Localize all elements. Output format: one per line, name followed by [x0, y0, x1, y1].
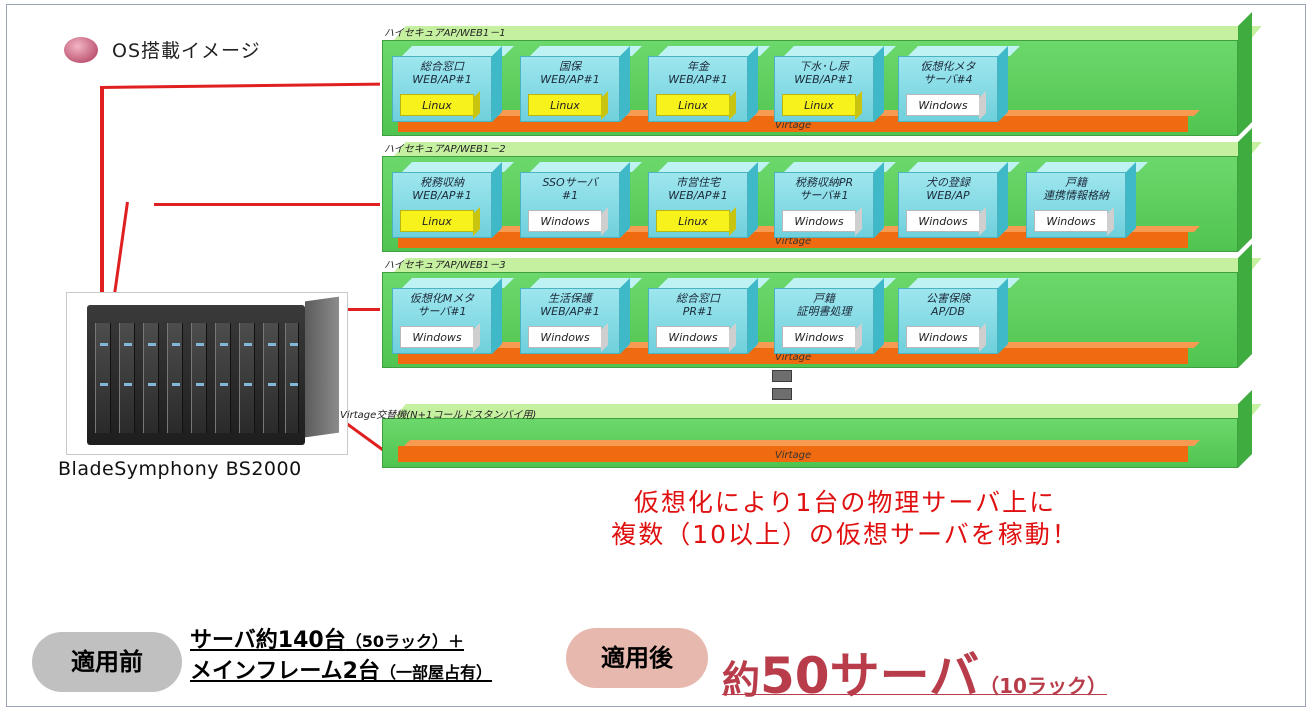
os-badge: Windows [906, 210, 980, 232]
after-racks: （10ラック） [979, 674, 1107, 698]
before-servers: サーバ約140台 [190, 628, 346, 653]
os-badge: Linux [528, 94, 602, 116]
vm-box: 犬の登録 WEB/AP Windows [898, 162, 1020, 238]
os-badge: Windows [782, 210, 856, 232]
message-line-1: 仮想化により1台の物理サーバ上に [633, 488, 1057, 517]
vm-name: 総合窓口 PR#1 [676, 292, 720, 318]
legend: OS搭載イメージ [64, 36, 261, 63]
host-panel-2: ハイセキュアAP/WEB1－2 Virtage 税務収納 WEB/AP#1 Li… [382, 128, 1262, 252]
slide-frame [6, 4, 1306, 707]
vm-box: 仮想化Mメタ サーバ#1 Windows [392, 278, 514, 354]
os-badge: Windows [656, 326, 730, 348]
vm-box: 税務収納 WEB/AP#1 Linux [392, 162, 514, 238]
vm-box: 市営住宅 WEB/AP#1 Linux [648, 162, 770, 238]
host-panel-3: ハイセキュアAP/WEB1－3 Virtage 仮想化Mメタ サーバ#1 Win… [382, 244, 1262, 368]
panel-label: ハイセキュアAP/WEB1－3 [384, 260, 506, 271]
vm-name: 税務収納 WEB/AP#1 [412, 176, 472, 202]
before-room: （一部屋占有） [380, 663, 493, 682]
os-badge: Linux [782, 94, 856, 116]
after-prefix: 約 [722, 658, 761, 702]
vm-name: 税務収納PR サーバ#1 [794, 176, 854, 202]
vm-name: 総合窓口 WEB/AP#1 [412, 60, 472, 86]
os-badge: Windows [906, 326, 980, 348]
vm-box: 生活保護 WEB/AP#1 Windows [520, 278, 642, 354]
os-badge: Windows [906, 94, 980, 116]
ellipsis-square-1 [772, 370, 792, 382]
ellipsis-square-2 [772, 388, 792, 400]
vm-name: 市営住宅 WEB/AP#1 [668, 176, 728, 202]
vm-name: 戸籍 証明書処理 [796, 292, 852, 318]
vm-name: 犬の登録 WEB/AP [926, 176, 970, 202]
panel-label: ハイセキュアAP/WEB1－1 [384, 28, 506, 39]
vm-box: 総合窓口 WEB/AP#1 Linux [392, 46, 514, 122]
vm-name: SSOサーバ #1 [542, 176, 598, 202]
virtage-bar: Virtage [398, 446, 1188, 462]
os-badge: Windows [400, 326, 474, 348]
vm-box: 税務収納PR サーバ#1 Windows [774, 162, 896, 238]
before-mainframe: メインフレーム2台 [190, 659, 380, 684]
message-line-2: 複数（10以上）の仮想サーバを稼動！ [611, 520, 1079, 549]
os-badge: Windows [528, 210, 602, 232]
before-badge: 適用前 [32, 632, 182, 692]
os-badge: Linux [656, 94, 730, 116]
os-badge: Linux [656, 210, 730, 232]
vm-name: 仮想化Mメタ サーバ#1 [409, 292, 475, 318]
vm-box: 公害保険 AP/DB Windows [898, 278, 1020, 354]
vm-box: 戸籍 連携情報格納 Windows [1026, 162, 1148, 238]
os-badge: Windows [528, 326, 602, 348]
connector-line-2 [154, 203, 380, 206]
host-panel-1: ハイセキュアAP/WEB1－1 Virtage 総合窓口 WEB/AP#1 Li… [382, 12, 1262, 136]
vm-box: 戸籍 証明書処理 Windows [774, 278, 896, 354]
os-badge: Windows [1034, 210, 1108, 232]
after-badge: 適用後 [566, 628, 708, 688]
standby-panel: Virtage交替機(N+1コールドスタンバイ用) Virtage [340, 390, 1262, 468]
before-racks: （50ラック）＋ [345, 632, 464, 651]
vm-name: 公害保険 AP/DB [926, 292, 970, 318]
panel-label: Virtage交替機(N+1コールドスタンバイ用) [340, 410, 537, 421]
connector-line-1 [100, 88, 104, 302]
vm-box: 下水･し尿 WEB/AP#1 Linux [774, 46, 896, 122]
legend-bullet-icon [64, 36, 98, 63]
server-image [66, 292, 348, 455]
os-badge: Linux [400, 94, 474, 116]
server-caption: BladeSymphony BS2000 [58, 458, 302, 480]
vm-name: 戸籍 連携情報格納 [1043, 176, 1109, 202]
before-description: サーバ約140台（50ラック）＋ メインフレーム2台（一部屋占有） [190, 626, 492, 688]
vm-name: 国保 WEB/AP#1 [540, 60, 600, 86]
vm-box: 年金 WEB/AP#1 Linux [648, 46, 770, 122]
vm-box: 国保 WEB/AP#1 Linux [520, 46, 642, 122]
os-badge: Linux [400, 210, 474, 232]
panel-label: ハイセキュアAP/WEB1－2 [384, 144, 506, 155]
vm-box: 仮想化メタ サーバ#4 Windows [898, 46, 1020, 122]
vm-name: 下水･し尿 WEB/AP#1 [794, 60, 854, 86]
vm-name: 生活保護 WEB/AP#1 [540, 292, 600, 318]
vm-name: 年金 WEB/AP#1 [668, 60, 728, 86]
os-badge: Windows [782, 326, 856, 348]
after-count: 50サーバ [760, 647, 980, 705]
vm-name: 仮想化メタ サーバ#4 [920, 60, 976, 86]
legend-label: OS搭載イメージ [112, 40, 261, 62]
vm-box: 総合窓口 PR#1 Windows [648, 278, 770, 354]
vm-box: SSOサーバ #1 Windows [520, 162, 642, 238]
after-description: 約50サーバ（10ラック） [722, 636, 1107, 708]
